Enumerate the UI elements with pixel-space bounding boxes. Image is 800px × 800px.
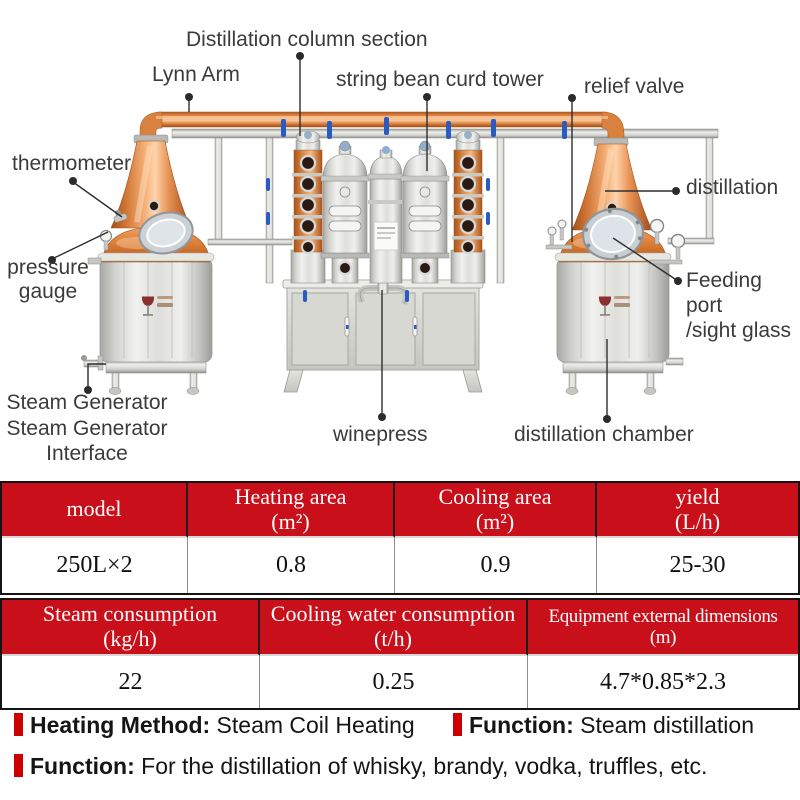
wine-glass-logo	[599, 296, 630, 316]
label-distillation-column-section: Distillation column section	[186, 28, 428, 51]
label-pressure-gauge: pressure gauge	[7, 256, 89, 304]
value-steam-consumption: 22	[2, 656, 260, 708]
label-distillation: distillation	[686, 176, 779, 199]
header-heating-area: Heating area (m²)	[188, 483, 395, 538]
central-column	[367, 146, 405, 284]
header-steam-consumption: Steam consumption (kg/h)	[2, 600, 260, 656]
value-cooling-area: 0.9	[395, 538, 597, 593]
red-bar-icon	[453, 713, 462, 736]
label-distillation-chamber: distillation chamber	[514, 423, 694, 446]
cabinet	[282, 279, 484, 393]
feeding-port-glass	[581, 207, 645, 261]
relief-valve-cluster	[545, 219, 573, 250]
header-cooling-area: Cooling area (m²)	[395, 483, 597, 538]
valve-handles	[266, 117, 567, 225]
left-sight-glass	[138, 211, 194, 255]
bean-curd-tower-left	[320, 140, 370, 284]
feature-label: Function:	[30, 753, 135, 779]
leader-lines	[48, 52, 682, 423]
wine-glass-logo	[142, 296, 173, 316]
value-model: 250L×2	[2, 538, 188, 593]
header-cooling-water: Cooling water consumption (t/h)	[260, 600, 528, 656]
pipe-frame	[171, 128, 719, 284]
header-yield: yield (L/h)	[597, 483, 798, 538]
left-pot-still	[81, 140, 215, 395]
label-lynn-arm: Lynn Arm	[152, 63, 240, 86]
label-winepress: winepress	[333, 423, 428, 446]
label-steam-generator-interface: Steam Generator Steam Generator Interfac…	[6, 391, 168, 466]
label-feeding-port-sight-glass: Feeding port /sight glass	[686, 269, 792, 343]
feature-function-2: Function: For the distillation of whisky…	[14, 753, 707, 780]
spec-table-2: Steam consumption (kg/h) Cooling water c…	[0, 598, 800, 710]
equipment-diagram: Distillation column section Lynn Arm str…	[6, 28, 792, 466]
feature-heating-method: Heating Method: Steam Coil Heating	[14, 712, 415, 739]
red-bar-icon	[14, 713, 23, 736]
label-thermometer: thermometer	[12, 152, 132, 175]
equipment-illustration	[48, 52, 719, 423]
porthole-column-left	[290, 130, 326, 284]
right-pot-still	[545, 143, 686, 395]
feature-value: Steam Coil Heating	[216, 712, 415, 738]
label-string-bean-curd-tower: string bean curd tower	[336, 68, 544, 91]
spec-table-1: model Heating area (m²) Cooling area (m²…	[0, 481, 800, 595]
feature-label: Heating Method:	[30, 712, 211, 738]
header-model: model	[2, 483, 188, 538]
feature-value: For the distillation of whisky, brandy, …	[141, 753, 708, 779]
value-cooling-water: 0.25	[260, 656, 528, 708]
label-relief-valve: relief valve	[584, 75, 685, 98]
value-external-dimensions: 4.7*0.85*2.3	[600, 668, 726, 695]
feature-function-1: Function: Steam distillation	[453, 712, 754, 739]
porthole-column-right	[450, 130, 486, 284]
distillation-columns	[290, 130, 486, 284]
feature-label: Function:	[469, 712, 574, 738]
pressure-gauges-right	[649, 218, 686, 265]
feature-value: Steam distillation	[580, 712, 754, 738]
value-heating-area: 0.8	[188, 538, 395, 593]
red-bar-icon	[14, 754, 23, 777]
header-external-dimensions: Equipment external dimensions (m)	[528, 600, 798, 656]
bean-curd-tower-right	[400, 140, 450, 284]
spec-tables: model Heating area (m²) Cooling area (m²…	[0, 481, 800, 710]
value-yield: 25-30	[669, 552, 726, 578]
